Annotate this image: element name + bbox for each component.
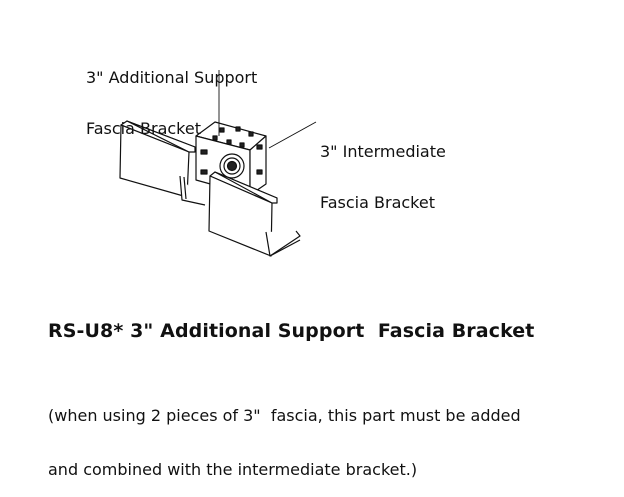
support-bracket-callout: 3" Additional Support Fascia Bracket [86, 35, 257, 154]
intermediate-callout-line1: 3" Intermediate [320, 142, 446, 161]
right-fascia-panel [208, 171, 301, 257]
part-title: RS-U8* 3" Additional Support Fascia Brac… [48, 320, 535, 342]
left-fascia-panel [119, 120, 206, 206]
usage-note-line1: (when using 2 pieces of 3" fascia, this … [48, 406, 521, 425]
intermediate-leader-line [268, 121, 317, 149]
support-callout-line2: Fascia Bracket [86, 119, 201, 138]
intermediate-bracket-callout: 3" Intermediate Fascia Bracket [320, 109, 446, 228]
support-callout-line1: 3" Additional Support [86, 68, 258, 87]
intermediate-callout-line2: Fascia Bracket [320, 193, 435, 212]
usage-note-line2: and combined with the intermediate brack… [48, 460, 418, 479]
usage-note: (when using 2 pieces of 3" fascia, this … [48, 371, 521, 497]
fascia-bracket-drawing [119, 70, 317, 257]
